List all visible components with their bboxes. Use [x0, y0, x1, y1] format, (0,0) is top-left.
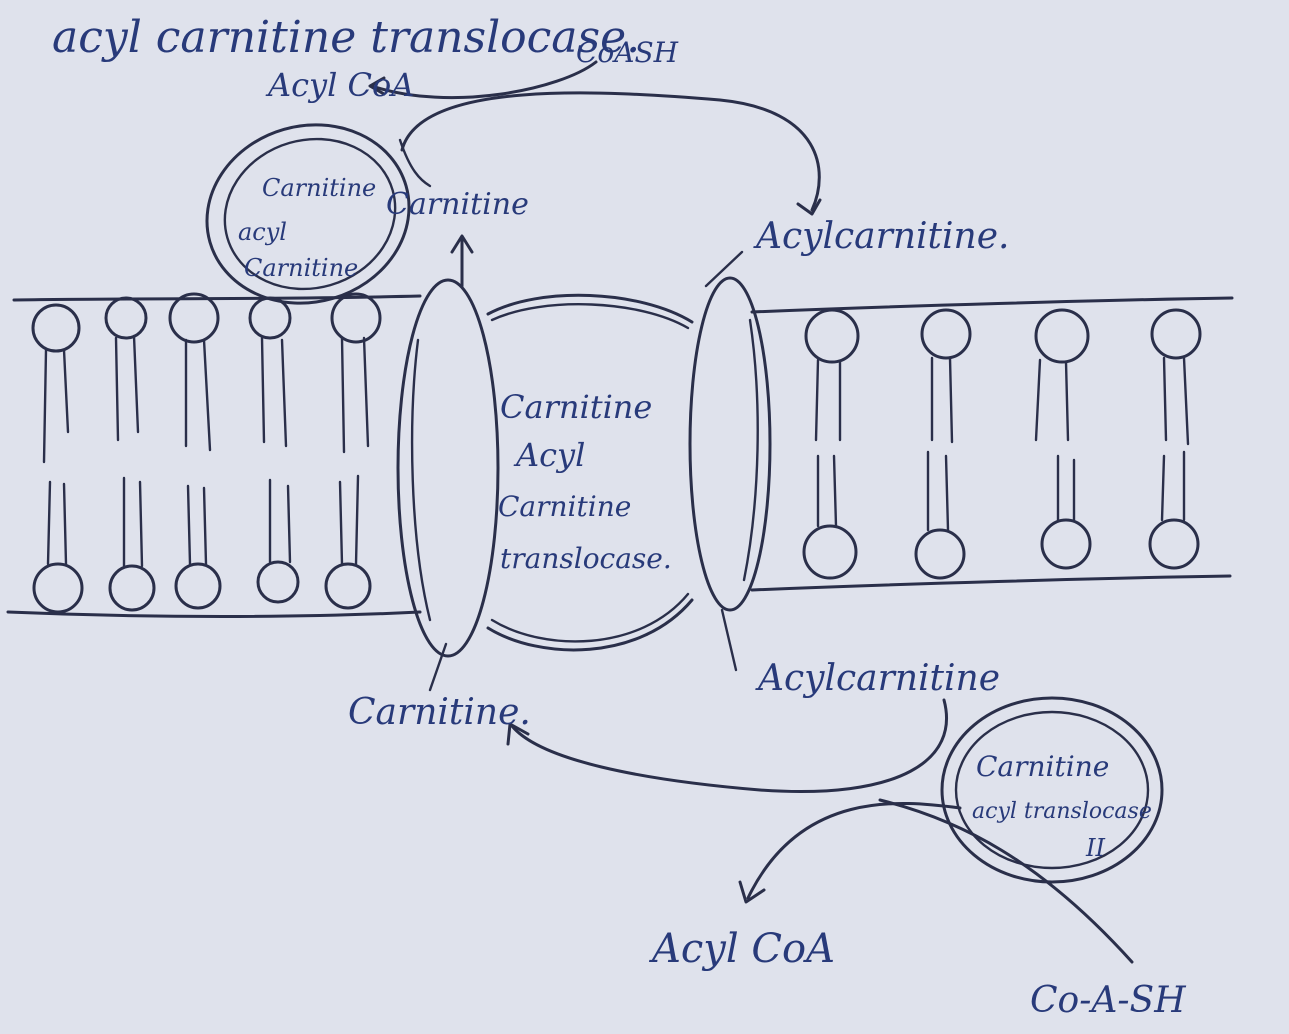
cpt2-outer-ring [942, 698, 1162, 882]
phospholipid [110, 478, 154, 610]
phospholipid [916, 452, 964, 578]
cpt2-enzyme [942, 698, 1162, 882]
diagram-title: acyl carnitine translocase. [52, 12, 640, 63]
phospholipid [1152, 310, 1200, 444]
label-translocase-line3: Carnitine [498, 490, 631, 523]
label-acylcarnitine-top: Acylcarnitine. [753, 216, 1009, 257]
phospholipid [250, 298, 290, 446]
phospholipid [922, 310, 970, 442]
lipids-right-upper [806, 310, 1200, 444]
outer-membrane-line-left [14, 296, 420, 300]
phospholipid [34, 482, 82, 612]
label-coash-bottom: Co-A-SH [1030, 980, 1186, 1021]
label-cpt1-line1: Carnitine [262, 174, 376, 202]
label-cpt2-line1: Carnitine [976, 750, 1109, 783]
label-cpt2-line2: acyl translocase [972, 799, 1152, 824]
label-cpt2-line3: II [1085, 834, 1105, 862]
phospholipid [326, 476, 370, 608]
label-acyl-coa-bottom: Acyl CoA [648, 926, 835, 972]
phospholipid [1036, 310, 1088, 440]
connector-acylcarnitine-bottom [722, 610, 736, 670]
label-acylcarnitine-bottom: Acylcarnitine [755, 658, 1000, 699]
left-lobe-inner-line [412, 340, 430, 620]
label-acyl-coa-top: Acyl CoA [265, 66, 414, 104]
label-translocase-line1: Carnitine [500, 388, 652, 426]
phospholipid [176, 486, 220, 608]
phospholipid [1042, 456, 1090, 568]
phospholipid [106, 298, 146, 440]
label-carnitine-bottom: Carnitine. [348, 692, 531, 733]
lipids-right-lower [804, 452, 1198, 578]
phospholipid [170, 294, 218, 450]
right-lobe-inner-line [744, 320, 758, 580]
lipids-left-upper [33, 294, 380, 462]
lipids-left-lower [34, 476, 370, 612]
inner-membrane-line-left [8, 612, 420, 617]
label-cpt1-line2: acyl [238, 218, 287, 246]
arrow-to-acylcoa-bottom [748, 803, 960, 898]
phospholipid [806, 310, 858, 440]
label-translocase-line2: Acyl [513, 436, 585, 474]
cpt2-inner-ring [956, 712, 1148, 868]
label-translocase-line4: translocase. [500, 542, 672, 575]
phospholipid [332, 294, 380, 452]
phospholipid [804, 456, 856, 578]
phospholipid [1150, 452, 1198, 568]
arrow-to-coash-bottom [880, 800, 1132, 962]
phospholipid [33, 305, 79, 462]
label-cpt1-line3: Carnitine [244, 254, 358, 282]
translocase-channel-bottom [488, 600, 692, 650]
arrowhead [798, 200, 820, 214]
label-carnitine-top: Carnitine [386, 187, 529, 222]
arrow-to-carnitine [512, 700, 947, 792]
label-coash-top: CoASH [576, 36, 679, 69]
translocase-channel-top [488, 295, 692, 322]
phospholipid [258, 480, 298, 602]
labels: acyl carnitine translocase. Acyl CoA CoA… [52, 12, 1186, 1021]
